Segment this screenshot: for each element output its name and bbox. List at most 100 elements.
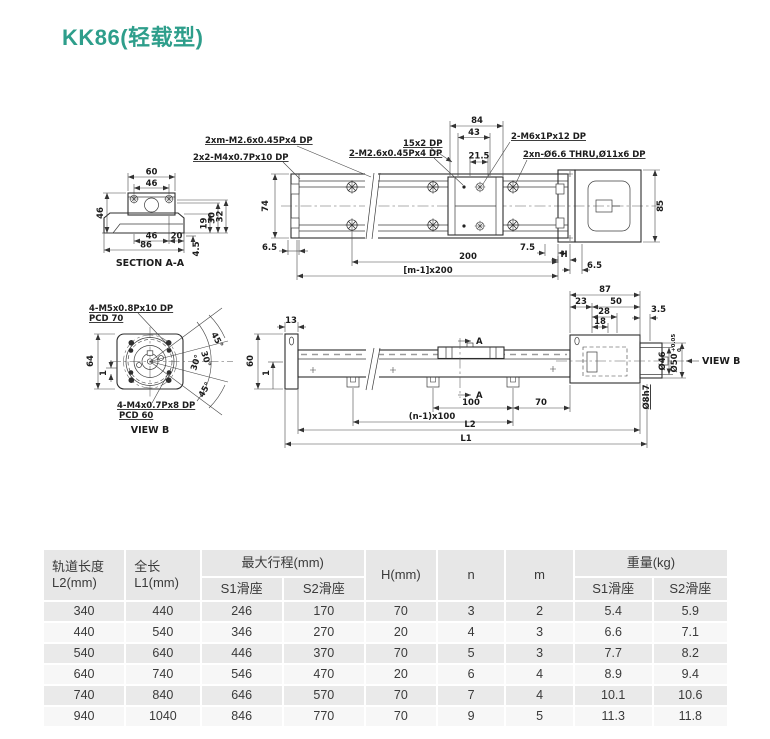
- table-cell: 4: [504, 684, 575, 707]
- table-cell: 6.6: [572, 621, 654, 644]
- table-cell: 2: [504, 600, 575, 623]
- dim-70-label: 70: [535, 398, 547, 408]
- header-stroke-s1: S1滑座: [199, 576, 284, 602]
- header-total-length-cn: 全长: [134, 558, 161, 574]
- technical-drawing: 60 46 46 19 30 32: [86, 116, 740, 448]
- dim-dia50-tol-plus: +0.05: [671, 334, 677, 352]
- section-aa-view: 60 46 46 19 30 32: [96, 168, 229, 269]
- table-cell: 446: [199, 642, 284, 665]
- header-rail-length: 轨道长度 L2(mm): [41, 548, 127, 602]
- dim-200-label: 200: [459, 252, 477, 262]
- table-cell: 7.1: [651, 621, 730, 644]
- header-weight: 重量(kg): [572, 548, 730, 578]
- angle-30-bottom-label: 30°: [189, 354, 203, 372]
- dim-1-side-label: 1: [262, 370, 272, 376]
- table-cell: 20: [363, 621, 438, 644]
- angle-30-top-label: 30°: [198, 350, 212, 368]
- table-cell: 4: [504, 663, 575, 686]
- dim-60-label: 60: [146, 168, 158, 178]
- dim-46-left-label: 46: [96, 207, 106, 219]
- table-cell: 5.4: [572, 600, 654, 623]
- annotation-15x2dp: 15x2 DP: [403, 139, 442, 149]
- table-cell: 246: [199, 600, 284, 623]
- annotation-m5-holes: 4-M5x0.8Px10 DP: [89, 304, 173, 314]
- angle-45-top-label: 45°: [208, 331, 224, 350]
- table-cell: 9: [435, 705, 507, 728]
- header-weight-s1: S1滑座: [572, 576, 654, 602]
- dim-85-label: 85: [656, 200, 666, 212]
- table-cell: 740: [124, 663, 202, 686]
- header-total-length-unit: L1(mm): [134, 575, 179, 590]
- table-cell: 5: [504, 705, 575, 728]
- annotation-thru-holes: 2xn-Ø6.6 THRU,Ø11x6 DP: [523, 149, 646, 160]
- header-rail-length-cn: 轨道长度: [52, 558, 105, 574]
- annotation-m4x8-holes: 4-M4x0.7Px8 DP: [117, 401, 195, 411]
- table-cell: 7: [435, 684, 507, 707]
- table-cell: 570: [281, 684, 366, 707]
- dim-dia50-label: Ø50: [669, 353, 680, 372]
- dim-6p5-left-label: 6.5: [262, 243, 277, 253]
- view-b-arrow-label: VIEW B: [702, 356, 740, 367]
- table-cell: 70: [363, 684, 438, 707]
- table-cell: 11.8: [651, 705, 730, 728]
- table-cell: 640: [41, 663, 127, 686]
- table-cell: 770: [281, 705, 366, 728]
- dim-dia8h7-label: Ø8h7: [641, 384, 652, 409]
- table-cell: 3: [435, 600, 507, 623]
- dim-43-label: 43: [468, 128, 480, 138]
- header-max-stroke: 最大行程(mm): [199, 548, 366, 578]
- table-cell: 70: [363, 705, 438, 728]
- table-cell: 740: [41, 684, 127, 707]
- dim-4p5-label: 4.5: [192, 241, 202, 256]
- dim-h-label: H: [560, 250, 567, 260]
- dim-28-label: 28: [598, 307, 610, 317]
- dim-100-label: 100: [462, 398, 480, 408]
- dim-84-label: 84: [471, 116, 483, 126]
- dim-87-label: 87: [599, 285, 611, 295]
- table-cell: 470: [281, 663, 366, 686]
- annotation-pcd60: PCD 60: [119, 411, 153, 421]
- dim-46-top-label: 46: [146, 179, 158, 189]
- dim-32-label: 32: [216, 211, 226, 223]
- table-cell: 540: [124, 621, 202, 644]
- header-total-length: 全长 L1(mm): [124, 548, 202, 602]
- header-rail-length-unit: L2(mm): [52, 575, 97, 590]
- dim-60-side-label: 60: [246, 355, 256, 367]
- page-title: KK86(轻载型): [62, 25, 204, 50]
- dim-7p5-label: 7.5: [520, 243, 535, 253]
- table-cell: 940: [41, 705, 127, 728]
- table-cell: 3: [504, 621, 575, 644]
- table-cell: 1040: [124, 705, 202, 728]
- angle-45-bottom-label: 45°: [197, 381, 214, 400]
- table-cell: 346: [199, 621, 284, 644]
- dim-20-label: 20: [171, 232, 183, 242]
- dim-dia46-label: Ø46: [657, 351, 668, 370]
- table-cell: 440: [124, 600, 202, 623]
- dim-46-bottom-label: 46: [146, 232, 158, 242]
- header-h: H(mm): [363, 548, 438, 602]
- table-cell: 10.6: [651, 684, 730, 707]
- spec-table: 轨道长度 L2(mm) 全长 L1(mm) 最大行程(mm) H(mm) n m…: [41, 548, 730, 728]
- dim-l2-label: L2: [464, 420, 475, 430]
- annotation-m26x2-holes: 2-M2.6x0.45Px4 DP: [349, 149, 442, 159]
- table-cell: 5.9: [651, 600, 730, 623]
- dim-19-label: 19: [200, 218, 210, 230]
- table-cell: 20: [363, 663, 438, 686]
- table-cell: 4: [435, 621, 507, 644]
- dim-3p5-label: 3.5: [651, 305, 666, 315]
- header-weight-s2: S2滑座: [651, 576, 730, 602]
- table-cell: 540: [41, 642, 127, 665]
- dim-l1-label: L1: [460, 434, 471, 444]
- dim-30-label: 30: [208, 212, 218, 224]
- table-cell: 440: [41, 621, 127, 644]
- dim-1-flange-label: 1: [99, 370, 109, 376]
- view-b-label: VIEW B: [131, 425, 169, 436]
- table-cell: 370: [281, 642, 366, 665]
- table-cell: 840: [124, 684, 202, 707]
- dim-21p5-label: 21.5: [469, 152, 490, 162]
- table-cell: 846: [199, 705, 284, 728]
